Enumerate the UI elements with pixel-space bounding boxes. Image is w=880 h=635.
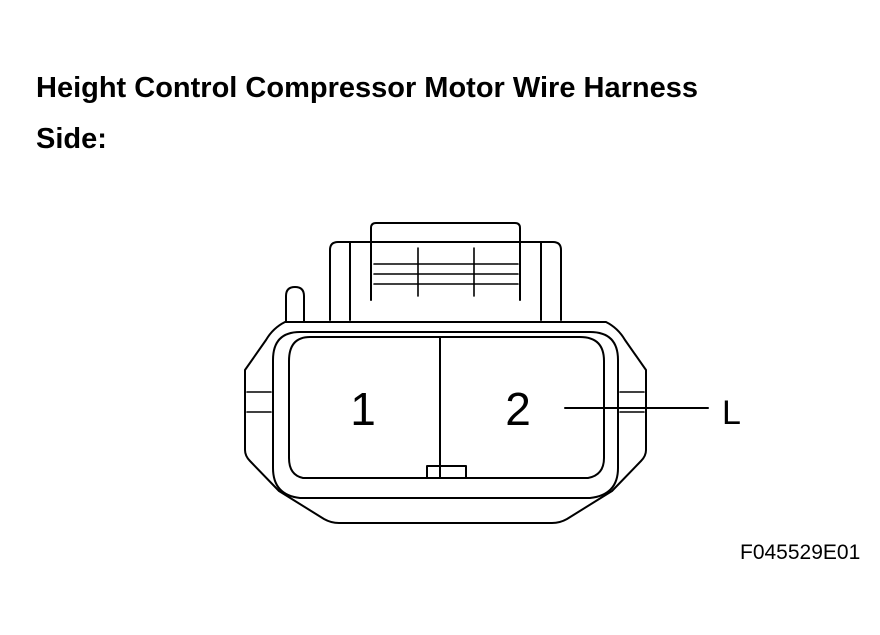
- connector-side-ribs: [246, 391, 645, 413]
- pin-1-label: 1: [350, 383, 376, 435]
- wire-color-label: L: [722, 394, 741, 432]
- connector-cavity: [288, 336, 605, 479]
- diagram-title-line-1: Height Control Compressor Motor Wire Har…: [36, 72, 698, 104]
- pin-2-label: 2: [505, 383, 531, 435]
- connector-outer-body: [244, 321, 647, 524]
- connector-latch-grid: [373, 247, 519, 297]
- connector-key-notch: [426, 465, 467, 479]
- connector-guide-post: [285, 286, 305, 323]
- connector-lock-tab: [370, 222, 521, 243]
- figure-code: F045529E01: [740, 541, 861, 564]
- connector-latch-housing: [329, 241, 562, 321]
- diagram-title-line-2: Side:: [36, 123, 107, 155]
- connector-inner-frame: [272, 331, 619, 499]
